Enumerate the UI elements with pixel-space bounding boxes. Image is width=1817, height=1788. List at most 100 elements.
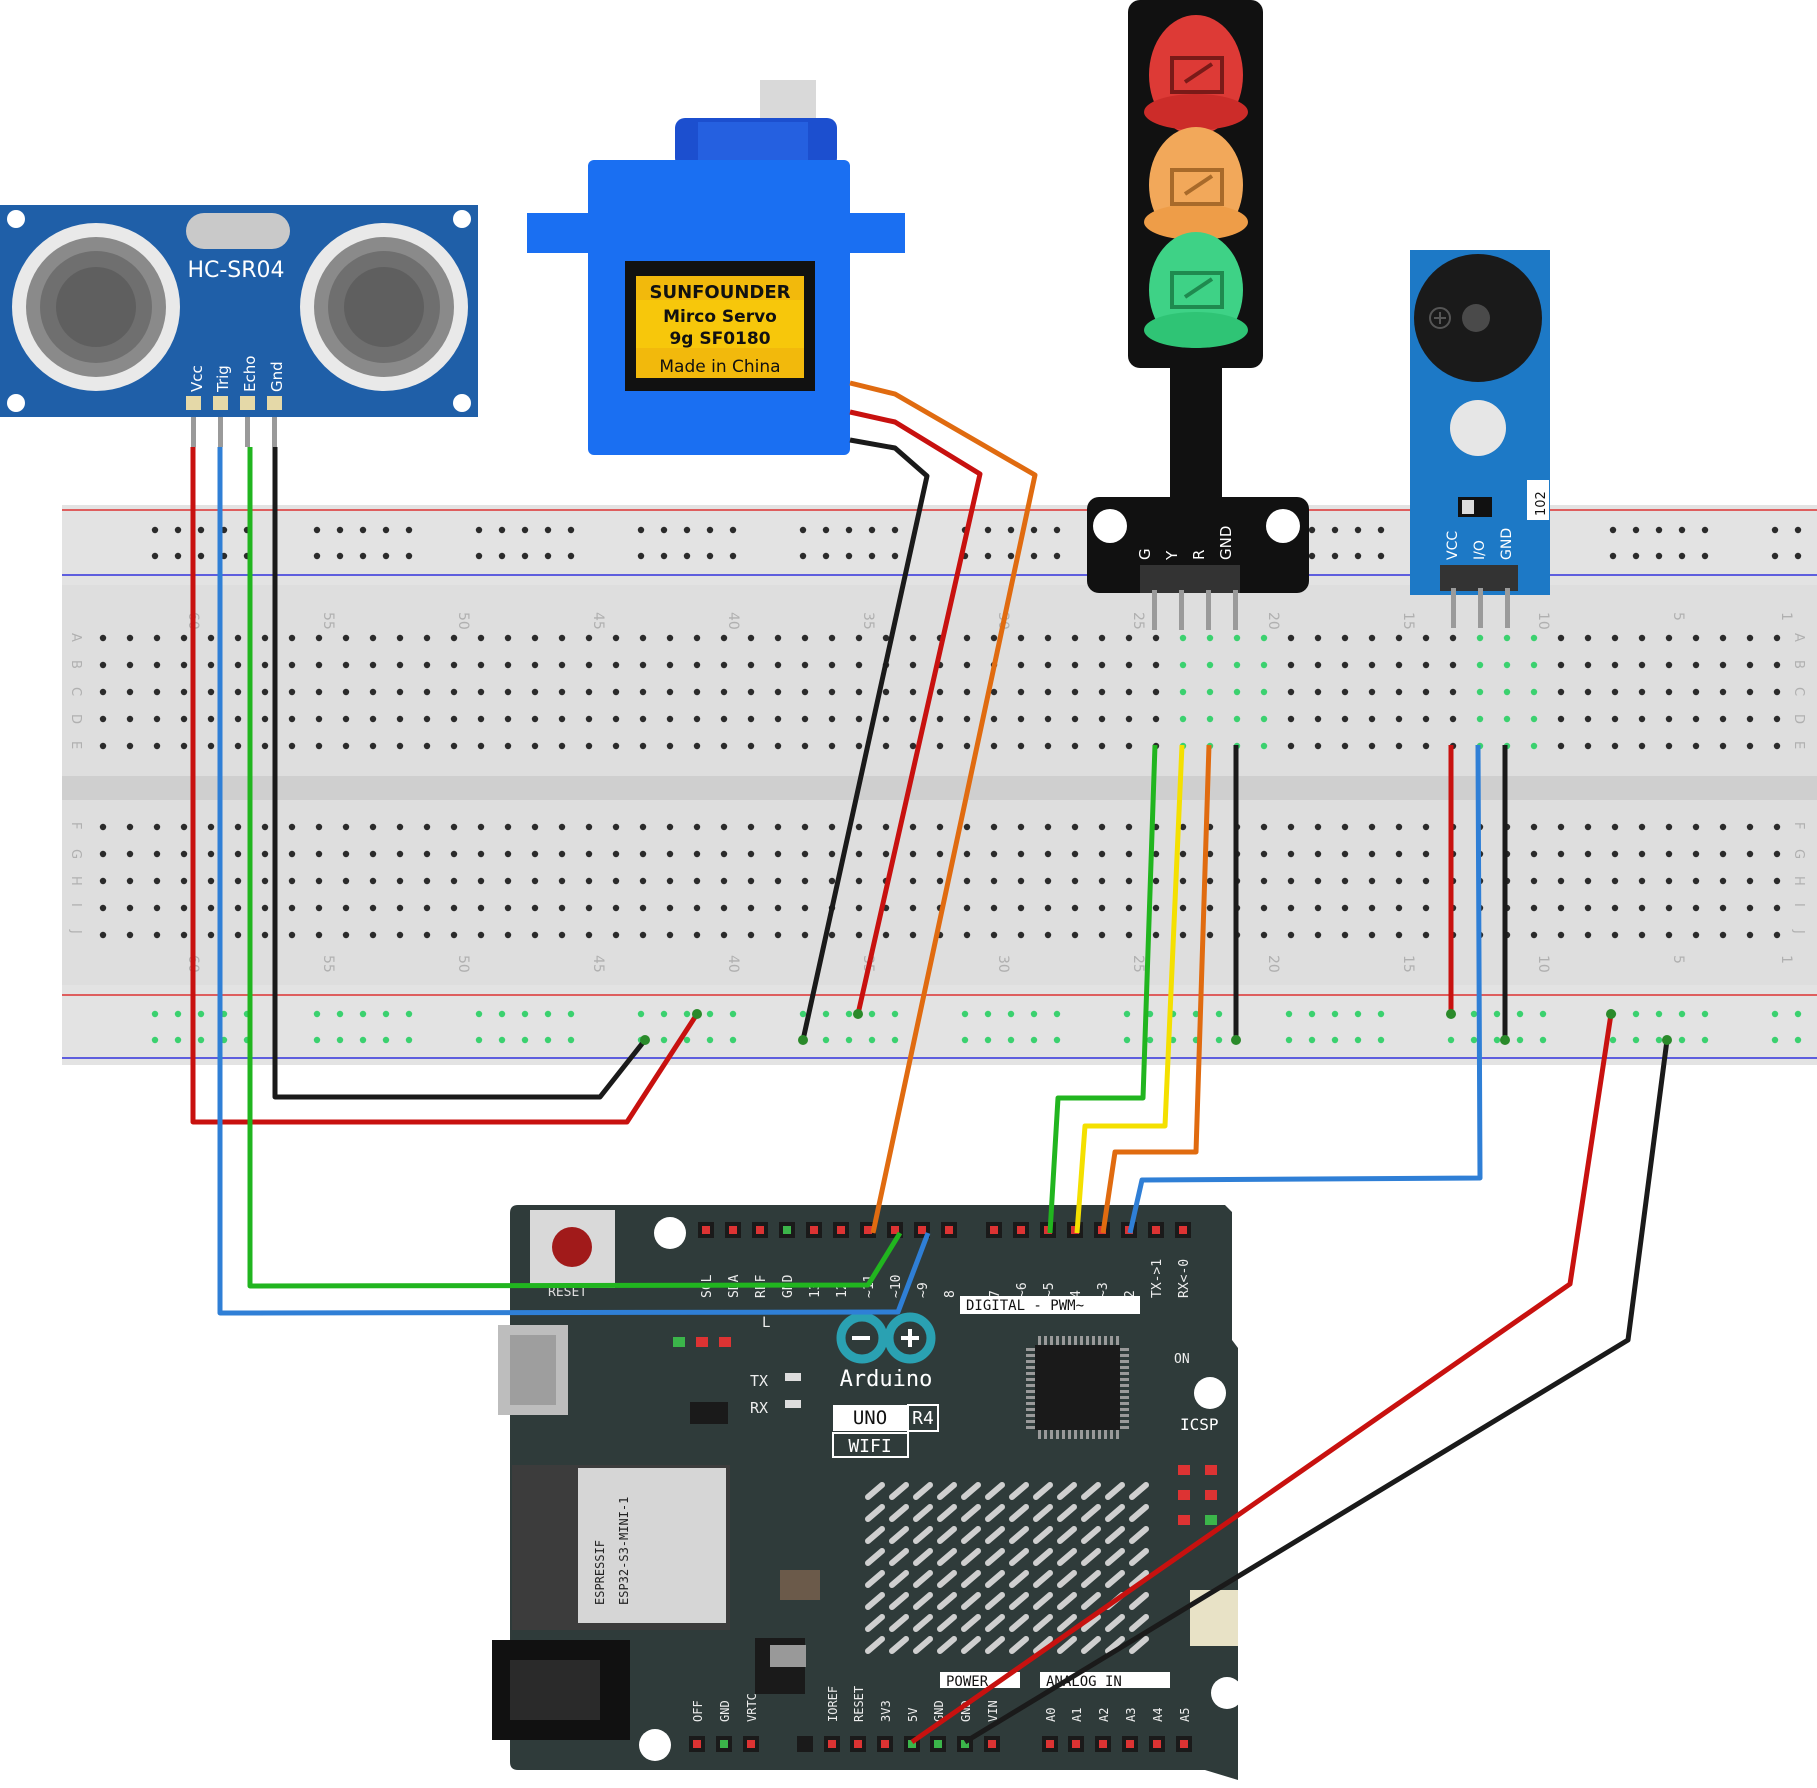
- breadboard-hole: [1260, 931, 1268, 939]
- chip-pin: [1120, 1390, 1129, 1393]
- breadboard-hole: [1179, 904, 1187, 912]
- header-pin-label: VIN: [986, 1700, 1000, 1722]
- matrix-led: [937, 1570, 957, 1588]
- breadboard-hole: [1557, 661, 1565, 669]
- breadboard-hole: [801, 688, 809, 696]
- matrix-led: [985, 1570, 1005, 1588]
- breadboard-hole: [288, 634, 296, 642]
- matrix-led: [889, 1614, 909, 1632]
- matrix-led: [1129, 1548, 1149, 1566]
- header-pin-label: IOREF: [826, 1686, 840, 1722]
- rail-hole: [660, 526, 668, 534]
- breadboard-hole: [315, 688, 323, 696]
- chip-pin: [1062, 1430, 1065, 1439]
- breadboard-hole: [1692, 634, 1700, 642]
- breadboard-hole: [315, 823, 323, 831]
- breadboard-hole: [369, 850, 377, 858]
- column-number: 5: [1670, 955, 1686, 964]
- matrix-led: [1129, 1570, 1149, 1588]
- rail-hole: [822, 1036, 830, 1044]
- breadboard-hole: [396, 742, 404, 750]
- breadboard-hole: [720, 715, 728, 723]
- breadboard-hole: [693, 823, 701, 831]
- breadboard-hole: [477, 904, 485, 912]
- matrix-led: [913, 1614, 933, 1632]
- breadboard-hole: [180, 742, 188, 750]
- matrix-led: [1057, 1614, 1077, 1632]
- breadboard-hole: [990, 904, 998, 912]
- breadboard-hole: [1368, 688, 1376, 696]
- matrix-led: [1009, 1526, 1029, 1544]
- rail-hole: [1285, 1010, 1293, 1018]
- breadboard-hole: [801, 661, 809, 669]
- breadboard-hole: [180, 661, 188, 669]
- breadboard-hole: [882, 688, 890, 696]
- breadboard-hole: [828, 931, 836, 939]
- row-letter: H: [68, 876, 83, 886]
- breadboard-hole: [234, 931, 242, 939]
- rail-hole: [1007, 1036, 1015, 1044]
- rail-hole: [1655, 526, 1663, 534]
- breadboard-hole: [423, 823, 431, 831]
- chip-pin: [1062, 1336, 1065, 1345]
- breadboard-hole: [639, 931, 647, 939]
- breadboard-hole: [1125, 850, 1133, 858]
- rail-hole: [1030, 1010, 1038, 1018]
- breadboard-hole: [369, 742, 377, 750]
- rail-hole: [1377, 1010, 1385, 1018]
- breadboard-hole: [990, 715, 998, 723]
- breadboard-hole: [693, 634, 701, 642]
- header-pin-core: [934, 1740, 942, 1748]
- breadboard-hole: [1476, 688, 1484, 696]
- breadboard-hole: [1152, 661, 1160, 669]
- row-letter: J: [68, 929, 83, 934]
- rail-hole: [683, 526, 691, 534]
- breadboard-hole: [963, 634, 971, 642]
- matrix-led: [1033, 1614, 1053, 1632]
- breadboard-hole: [423, 931, 431, 939]
- breadboard-hole: [558, 742, 566, 750]
- analog-in-label: ANALOG IN: [1046, 1674, 1122, 1690]
- rail-hole: [729, 526, 737, 534]
- breadboard-hole: [288, 850, 296, 858]
- reset-button[interactable]: [530, 1210, 615, 1288]
- rail-hole: [498, 552, 506, 560]
- matrix-led: [889, 1526, 909, 1544]
- buzzer-pin-vcc: VCC: [1445, 531, 1461, 560]
- breadboard-hole: [774, 850, 782, 858]
- breadboard-hole: [1584, 904, 1592, 912]
- matrix-led: [865, 1482, 885, 1500]
- breadboard-hole: [1719, 742, 1727, 750]
- chip-pin: [1120, 1372, 1129, 1375]
- rail-hole: [1701, 552, 1709, 560]
- breadboard-hole: [855, 742, 863, 750]
- breadboard-hole: [1098, 634, 1106, 642]
- rail-hole: [660, 1010, 668, 1018]
- breadboard-hole: [909, 823, 917, 831]
- header-pin-label: 8: [943, 1290, 958, 1298]
- breadboard-hole: [1530, 742, 1538, 750]
- breadboard-hole: [126, 742, 134, 750]
- wire-sensor-vcc: [190, 447, 700, 1125]
- breadboard-hole: [828, 742, 836, 750]
- breadboard-hole: [1773, 742, 1781, 750]
- mcu-chip: [1035, 1345, 1120, 1430]
- matrix-led: [889, 1548, 909, 1566]
- breadboard-hole: [423, 688, 431, 696]
- rail-hole: [1632, 1036, 1640, 1044]
- column-number: 30: [995, 955, 1011, 973]
- header-pin-label: RX<-0: [1177, 1259, 1192, 1298]
- header-pin-core: [918, 1226, 926, 1234]
- rail-hole: [868, 1036, 876, 1044]
- esp32-module: [578, 1468, 726, 1623]
- matrix-led: [961, 1482, 981, 1500]
- breadboard-hole: [180, 823, 188, 831]
- matrix-led: [1033, 1526, 1053, 1544]
- breadboard-hole: [1017, 823, 1025, 831]
- rail-hole: [567, 552, 575, 560]
- breadboard-hole: [1422, 634, 1430, 642]
- rail-hole: [984, 526, 992, 534]
- breadboard-hole: [369, 931, 377, 939]
- breadboard-hole: [1152, 931, 1160, 939]
